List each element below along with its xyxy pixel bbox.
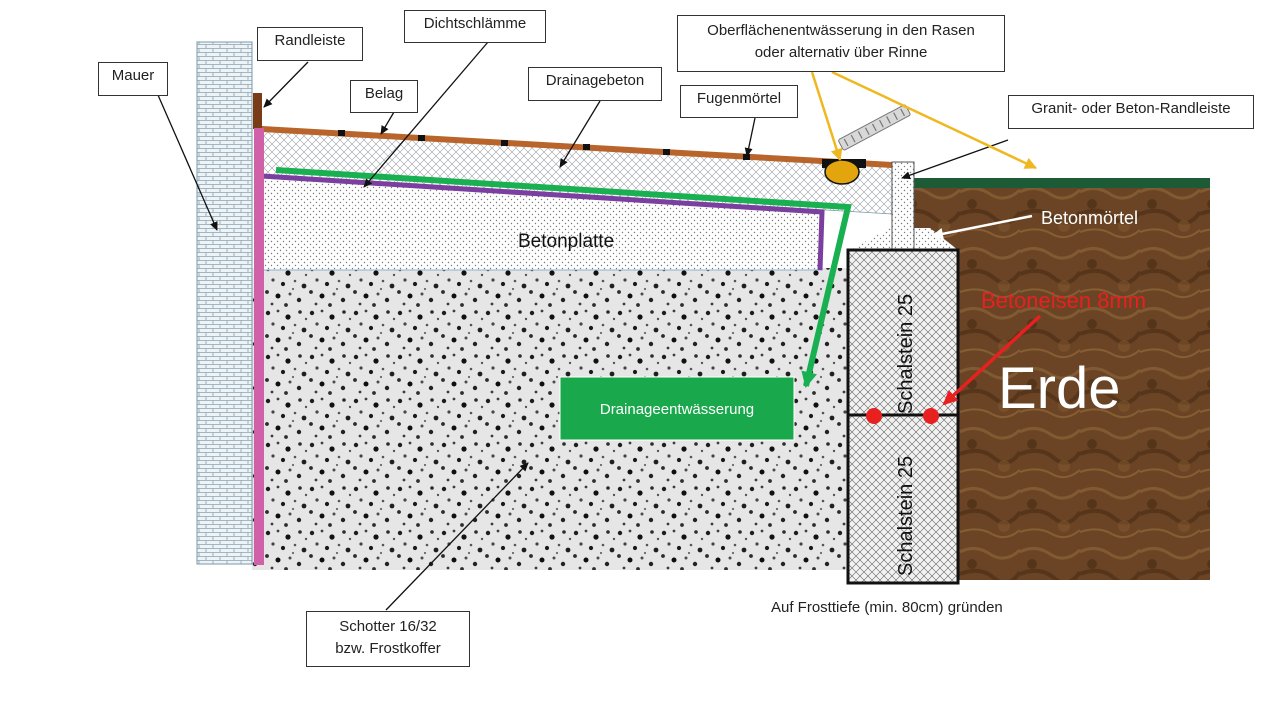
callout-granit-randleiste-text: Granit- oder Beton-Randleiste: [1031, 100, 1231, 117]
callout-schotter-line2: bzw. Frostkoffer: [335, 640, 441, 657]
callout-oberflaeche-line2: oder alternativ über Rinne: [754, 44, 928, 61]
callout-dichtschlaemme-text: Dichtschlämme: [423, 15, 527, 32]
callout-fugenmoertel: Fugenmörtel: [680, 85, 798, 118]
gutter-grate-icon: [838, 104, 911, 151]
drainage-flow-arrow: [275, 167, 852, 388]
callout-randleiste: Randleiste: [257, 27, 363, 61]
mortar-arrow: [931, 214, 1033, 240]
callout-dichtschlaemme: Dichtschlämme: [404, 10, 546, 43]
formwork-label-upper: Schalstein 25: [895, 294, 917, 414]
callout-schotter-line1: Schotter 16/32: [339, 618, 437, 635]
wall: [196, 41, 253, 565]
callout-randleiste-text: Randleiste: [274, 32, 346, 49]
formwork-label-lower: Schalstein 25: [895, 456, 917, 576]
rebar-arrow: [942, 314, 1042, 406]
mortar-label: Betonmörtel: [1041, 208, 1138, 228]
lawn-strip: [910, 178, 1210, 188]
callout-fugenmoertel-text: Fugenmörtel: [696, 90, 782, 107]
callout-mauer-text: Mauer: [111, 67, 155, 84]
frost-depth-note: Auf Frosttiefe (min. 80cm) gründen: [771, 599, 1003, 616]
callout-granit-randleiste: Granit- oder Beton-Randleiste: [1008, 95, 1254, 129]
sealing-slurry-line: [261, 173, 825, 271]
earth-region: [910, 186, 1210, 580]
callout-drainagebeton: Drainagebeton: [528, 67, 662, 101]
callout-schotter: Schotter 16/32 bzw. Frostkoffer: [306, 611, 470, 667]
callout-oberflaeche-line1: Oberflächenentwässerung in den Rasen: [707, 22, 975, 39]
callout-mauer: Mauer: [98, 62, 168, 96]
rebar-label: Betoneisen 8mm: [981, 288, 1146, 313]
erde-label: Erde: [998, 356, 1121, 421]
callout-belag: Belag: [350, 80, 418, 113]
rebar-dot-left: [866, 408, 882, 424]
callout-drainagebeton-text: Drainagebeton: [545, 72, 645, 89]
paving-joints: [338, 130, 750, 160]
callout-oberflaeche: Oberflächenentwässerung in den Rasen ode…: [677, 15, 1005, 72]
drainage-box: [559, 376, 795, 441]
surface-drainage-arrows: [810, 70, 1037, 170]
edge-strip: [253, 93, 262, 129]
formwork-block-lower: [846, 413, 960, 585]
rebar-dot-right: [923, 408, 939, 424]
wall-membrane: [254, 128, 264, 565]
callout-belag-text: Belag: [364, 85, 404, 102]
betonplatte-label: Betonplatte: [518, 231, 614, 252]
gutter: [824, 159, 860, 185]
drainage-box-label: Drainageentwässerung: [600, 401, 754, 418]
formwork-block-upper: [846, 248, 960, 417]
